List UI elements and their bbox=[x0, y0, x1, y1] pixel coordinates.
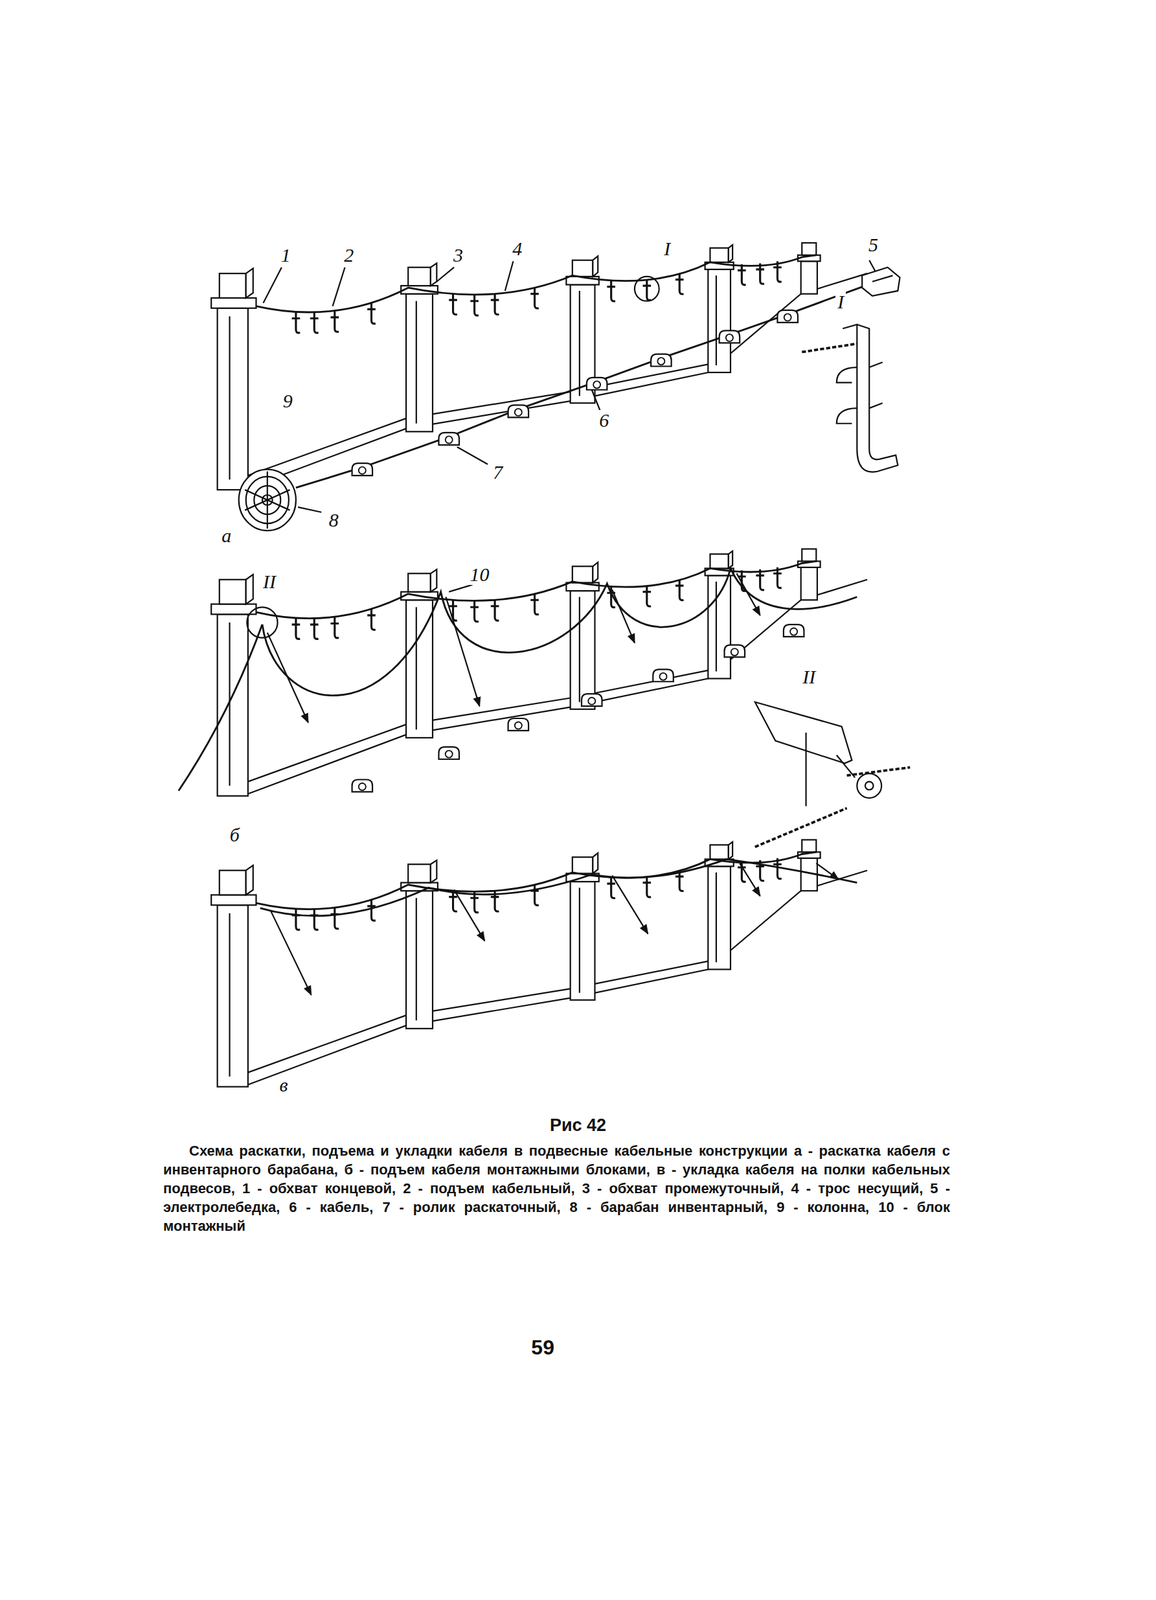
callout-number: 6 bbox=[597, 409, 611, 431]
page-number: 59 bbox=[529, 1336, 557, 1359]
callout-number: II bbox=[260, 571, 278, 592]
drawing-ellipse bbox=[238, 469, 296, 532]
figure-title: Рис 42 bbox=[0, 1115, 1156, 1136]
callout-number: I bbox=[835, 291, 846, 313]
callout-number: 10 bbox=[467, 564, 491, 585]
drawing-use bbox=[438, 432, 460, 445]
drawing-polygon bbox=[755, 702, 853, 764]
callout-number: 2 bbox=[341, 244, 356, 266]
drawing-path bbox=[806, 732, 856, 806]
callout-number: II bbox=[800, 666, 818, 688]
drawing-line bbox=[270, 909, 312, 995]
figure-caption: Схема раскатки, подъема и укладки кабеля… bbox=[163, 1141, 951, 1236]
drawing-line bbox=[739, 863, 761, 896]
callout-number: б bbox=[227, 824, 242, 846]
drawing-path bbox=[260, 858, 858, 916]
drawing-polygon bbox=[861, 267, 900, 296]
drawing-line bbox=[612, 589, 635, 643]
panel-c bbox=[211, 839, 868, 1087]
drawing-path bbox=[448, 584, 473, 592]
drawing-path bbox=[263, 260, 876, 513]
callout-number: 3 bbox=[451, 244, 465, 266]
callout-number: 9 bbox=[281, 390, 295, 412]
drawing-circle bbox=[865, 781, 874, 791]
callout-number: 8 bbox=[327, 509, 341, 531]
drawing-path bbox=[262, 567, 857, 695]
drawing-circle bbox=[246, 606, 278, 638]
drawing-use bbox=[211, 839, 868, 1087]
callout-number: 4 bbox=[510, 238, 524, 260]
drawing-use bbox=[652, 668, 674, 682]
drawing-path bbox=[755, 767, 910, 848]
callout-number: 1 bbox=[279, 244, 293, 266]
drawing-use bbox=[719, 330, 741, 343]
drawing-line bbox=[446, 597, 480, 707]
drawing-use bbox=[586, 377, 608, 390]
drawing-path bbox=[836, 362, 883, 424]
drawing-line bbox=[736, 573, 760, 616]
callout-number: I bbox=[661, 238, 673, 260]
drawing-circle bbox=[856, 773, 882, 798]
drawing-use bbox=[783, 624, 805, 637]
panel-a bbox=[211, 242, 900, 531]
drawing-use bbox=[777, 310, 798, 323]
drawing-use bbox=[508, 718, 530, 731]
drawing-path bbox=[842, 324, 898, 473]
drawing-path bbox=[178, 624, 263, 791]
drawing-polyline bbox=[295, 285, 866, 488]
panel-b bbox=[178, 548, 910, 847]
callout-number: в bbox=[277, 1074, 290, 1096]
callout-number: 7 bbox=[490, 461, 505, 483]
drawing-use bbox=[581, 693, 603, 706]
drawing-line bbox=[453, 889, 485, 941]
drawing-line bbox=[612, 875, 648, 934]
drawing-line bbox=[816, 863, 839, 880]
drawing-use bbox=[211, 242, 868, 490]
drawing-circle bbox=[634, 276, 660, 302]
callout-number: 5 bbox=[866, 234, 881, 256]
drawing-line bbox=[872, 275, 894, 282]
drawing-path bbox=[244, 471, 290, 529]
drawing-use bbox=[438, 746, 460, 760]
drawing-use bbox=[724, 645, 746, 658]
drawing-line bbox=[267, 632, 309, 723]
drawing-use bbox=[352, 779, 374, 792]
drawing-use bbox=[508, 404, 530, 418]
drawing-use bbox=[352, 463, 374, 476]
callout-number: а bbox=[219, 525, 234, 546]
drawing-use bbox=[650, 354, 672, 367]
drawing-use bbox=[211, 548, 868, 796]
